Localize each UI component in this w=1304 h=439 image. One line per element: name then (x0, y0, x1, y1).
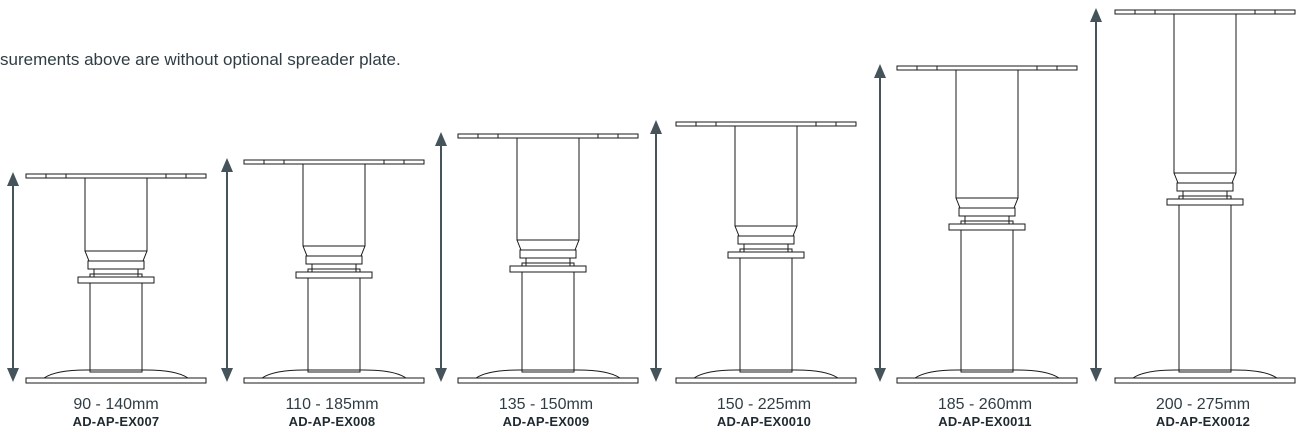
tube-taper (84, 250, 148, 262)
base-plate (896, 377, 1078, 384)
lower-tube (1178, 204, 1232, 373)
product-code-label: AD-AP-EX0011 (938, 414, 1032, 429)
tube-taper (516, 239, 580, 251)
upper-tube (516, 137, 580, 241)
arrow-up-icon (7, 172, 19, 186)
thread-section (964, 215, 1010, 225)
thread-section (311, 263, 357, 273)
pedestal-2 (243, 159, 425, 384)
collar (87, 260, 145, 270)
locking-nut (295, 271, 373, 279)
nut-flange (1178, 195, 1232, 200)
pedestal-5 (896, 65, 1078, 384)
lower-tube (307, 277, 361, 373)
height-range-label: 110 - 185mm (285, 396, 379, 413)
upper-tube (734, 125, 798, 227)
top-plate (1114, 9, 1296, 15)
arrow-up-icon (650, 120, 662, 134)
lower-tube (739, 257, 793, 373)
base-plate (243, 377, 425, 384)
thread-section (93, 268, 139, 278)
height-range-label: 200 - 275mm (1155, 396, 1251, 413)
product-code-label: AD-AP-EX007 (72, 414, 160, 429)
tube-taper (734, 225, 798, 237)
pedestal-6 (1114, 9, 1296, 384)
pedestal-caption-4: 150 - 225mm AD-AP-EX0010 (684, 396, 844, 430)
top-plate (25, 173, 207, 179)
nut-flange (960, 220, 1014, 225)
top-plate (896, 65, 1078, 71)
nut-flange (307, 268, 361, 273)
upper-tube (955, 69, 1019, 199)
product-code-label: AD-AP-EX0012 (1155, 414, 1251, 429)
pedestal-3 (457, 133, 639, 384)
pedestal-caption-2: 110 - 185mm AD-AP-EX008 (252, 396, 412, 430)
height-range-label: 135 - 150mm (498, 396, 594, 413)
nut-flange (521, 262, 575, 267)
base-dome (1132, 369, 1278, 379)
collar (737, 235, 795, 245)
locking-nut (509, 265, 587, 273)
arrow-down-icon (7, 368, 19, 382)
thread-section (1182, 190, 1228, 200)
base-dome (475, 369, 621, 379)
pedestal-1 (25, 173, 207, 384)
height-range-label: 185 - 260mm (937, 396, 1033, 413)
upper-tube (1173, 13, 1237, 174)
arrow-down-icon (221, 368, 233, 382)
locking-nut (727, 251, 805, 259)
tube-taper (955, 197, 1019, 209)
thread-section (525, 257, 571, 267)
collar (958, 207, 1016, 217)
base-plate (675, 377, 857, 384)
base-plate (457, 377, 639, 384)
base-dome (261, 369, 407, 379)
pedestal-caption-5: 185 - 260mm AD-AP-EX0011 (905, 396, 1065, 430)
arrow-down-icon (435, 368, 447, 382)
top-plate (243, 159, 425, 165)
collar (305, 255, 363, 265)
locking-nut (948, 223, 1026, 231)
product-code-label: AD-AP-EX0010 (716, 414, 812, 429)
top-plate (457, 133, 639, 139)
collar (519, 249, 577, 259)
pedestal-caption-6: 200 - 275mm AD-AP-EX0012 (1123, 396, 1283, 430)
pedestal-caption-3: 135 - 150mm AD-AP-EX009 (466, 396, 626, 430)
pedestal-caption-1: 90 - 140mm AD-AP-EX007 (36, 396, 196, 430)
height-range-label: 150 - 225mm (716, 396, 812, 413)
nut-flange (739, 248, 793, 253)
pedestal-4 (675, 121, 857, 384)
base-dome (43, 369, 189, 379)
collar (1176, 182, 1234, 192)
base-plate (25, 377, 207, 384)
lower-tube (521, 271, 575, 373)
base-plate (1114, 377, 1296, 384)
arrow-up-icon (221, 158, 233, 172)
upper-tube (302, 163, 366, 247)
thread-section (743, 243, 789, 253)
base-dome (693, 369, 839, 379)
height-range-label: 90 - 140mm (73, 396, 159, 413)
product-code-label: AD-AP-EX009 (502, 414, 590, 429)
tube-taper (1173, 172, 1237, 184)
arrow-up-icon (435, 132, 447, 146)
locking-nut (1166, 198, 1244, 206)
spreader-plate-note: surements above are without optional spr… (0, 50, 401, 69)
upper-tube (84, 177, 148, 252)
lower-tube (960, 229, 1014, 373)
top-plate (675, 121, 857, 127)
base-dome (914, 369, 1060, 379)
product-code-label: AD-AP-EX008 (288, 414, 376, 429)
lower-tube (89, 282, 143, 373)
tube-taper (302, 245, 366, 257)
nut-flange (89, 273, 143, 278)
arrow-down-icon (650, 368, 662, 382)
locking-nut (77, 276, 155, 284)
arrow-up-icon (874, 64, 886, 78)
arrow-down-icon (1090, 368, 1102, 382)
arrow-up-icon (1090, 8, 1102, 22)
arrow-down-icon (874, 368, 886, 382)
